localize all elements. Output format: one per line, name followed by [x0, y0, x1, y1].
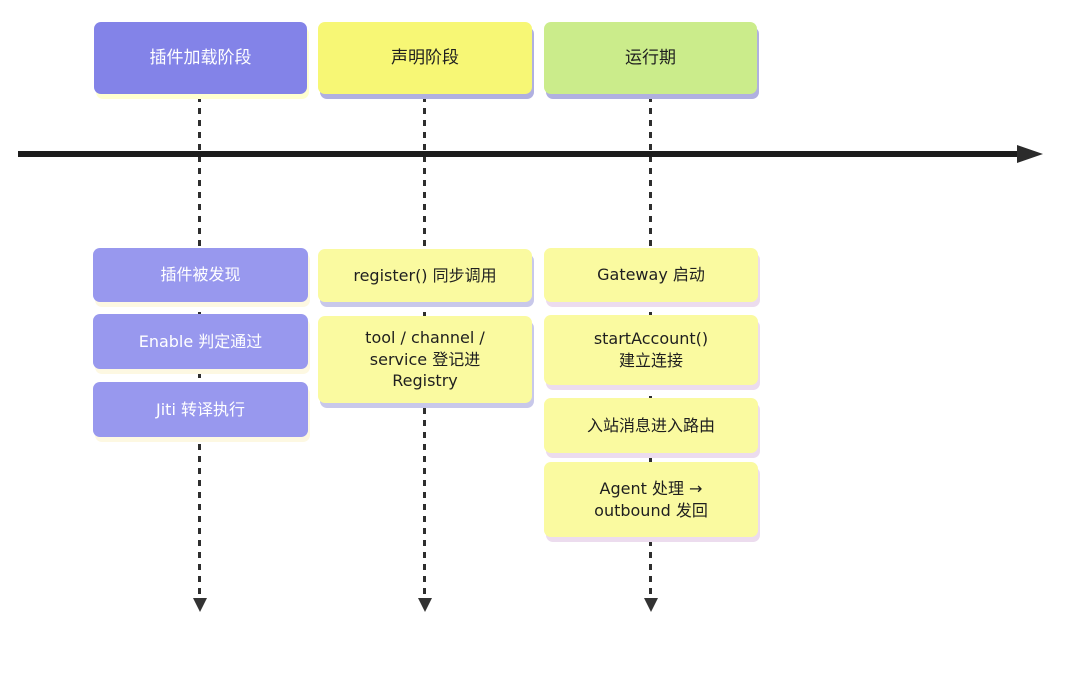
step-registry-registration: tool / channel / service 登记进 Registry: [318, 316, 532, 403]
step-enable-check-passed: Enable 判定通过: [93, 314, 308, 369]
step-jiti-transpile-execute: Jiti 转译执行: [93, 382, 308, 437]
phase-header-runtime: 运行期: [544, 22, 757, 94]
step-inbound-message-routing: 入站消息进入路由: [544, 398, 758, 453]
phase-header-declare: 声明阶段: [318, 22, 532, 94]
step-gateway-start: Gateway 启动: [544, 248, 758, 302]
down-arrowhead-icon: [193, 598, 207, 612]
step-register-sync-call: register() 同步调用: [318, 249, 532, 302]
phase-header-plugin-load: 插件加载阶段: [94, 22, 307, 94]
step-plugin-discovered: 插件被发现: [93, 248, 308, 302]
step-start-account-connect: startAccount() 建立连接: [544, 315, 758, 385]
down-arrowhead-icon: [644, 598, 658, 612]
down-arrowhead-icon: [418, 598, 432, 612]
timeline-axis: [18, 151, 1018, 157]
timeline-arrowhead-icon: [1017, 145, 1043, 163]
step-agent-process-outbound: Agent 处理 → outbound 发回: [544, 462, 758, 537]
